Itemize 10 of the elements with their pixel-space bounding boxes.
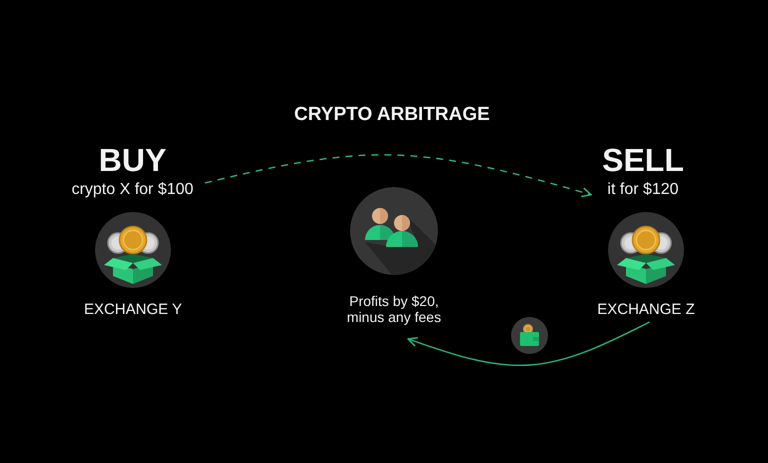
- action-heading: BUY: [98, 142, 166, 178]
- exchange-label: EXCHANGE Y: [84, 301, 182, 319]
- exchange-label: EXCHANGE Z: [597, 301, 695, 319]
- diagram-title: CRYPTO ARBITRAGE: [294, 103, 490, 127]
- curved-arrow: [407, 321, 650, 366]
- price-text: it for $120: [607, 180, 679, 200]
- dashed-arrow: [204, 154, 592, 198]
- price-text: crypto X for $100: [72, 180, 194, 200]
- action-heading: SELL: [602, 142, 684, 178]
- profit-note: Profits by $20, minus any fees: [346, 293, 442, 325]
